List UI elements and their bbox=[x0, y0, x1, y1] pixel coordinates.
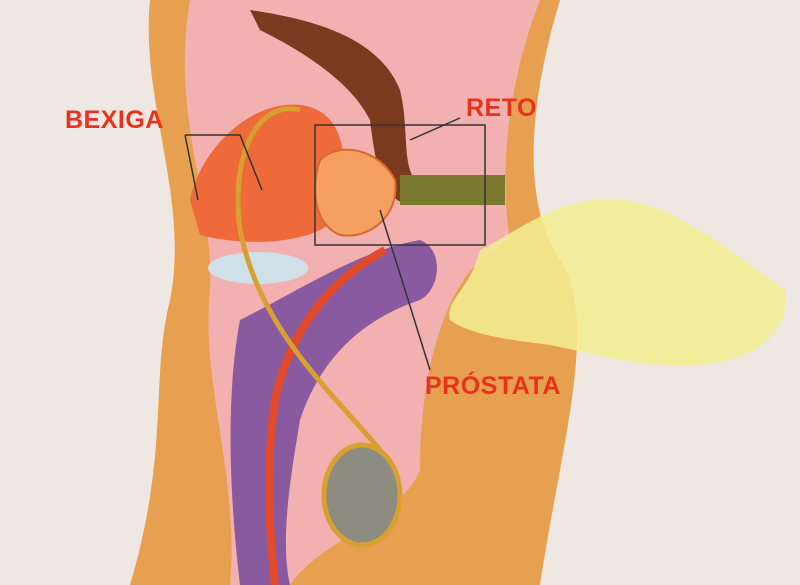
pointer-lines bbox=[184, 117, 486, 371]
pubic-bone bbox=[208, 252, 308, 284]
rectum-label: RETO bbox=[466, 94, 537, 122]
rectum-tube bbox=[400, 175, 505, 205]
vas-deferens bbox=[235, 106, 382, 452]
bladder bbox=[190, 104, 345, 242]
prostate-label: PRÓSTATA bbox=[425, 372, 561, 400]
rectum bbox=[250, 10, 500, 205]
urethra bbox=[265, 246, 387, 585]
gloved-hand bbox=[449, 199, 786, 366]
bladder-label: BEXIGA bbox=[65, 106, 164, 134]
testis bbox=[321, 442, 403, 548]
penis bbox=[230, 240, 437, 585]
